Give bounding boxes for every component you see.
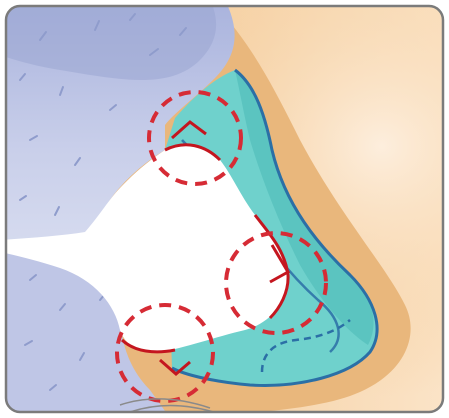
anatomical-diagram (0, 0, 449, 418)
diagram-canvas (0, 0, 449, 418)
